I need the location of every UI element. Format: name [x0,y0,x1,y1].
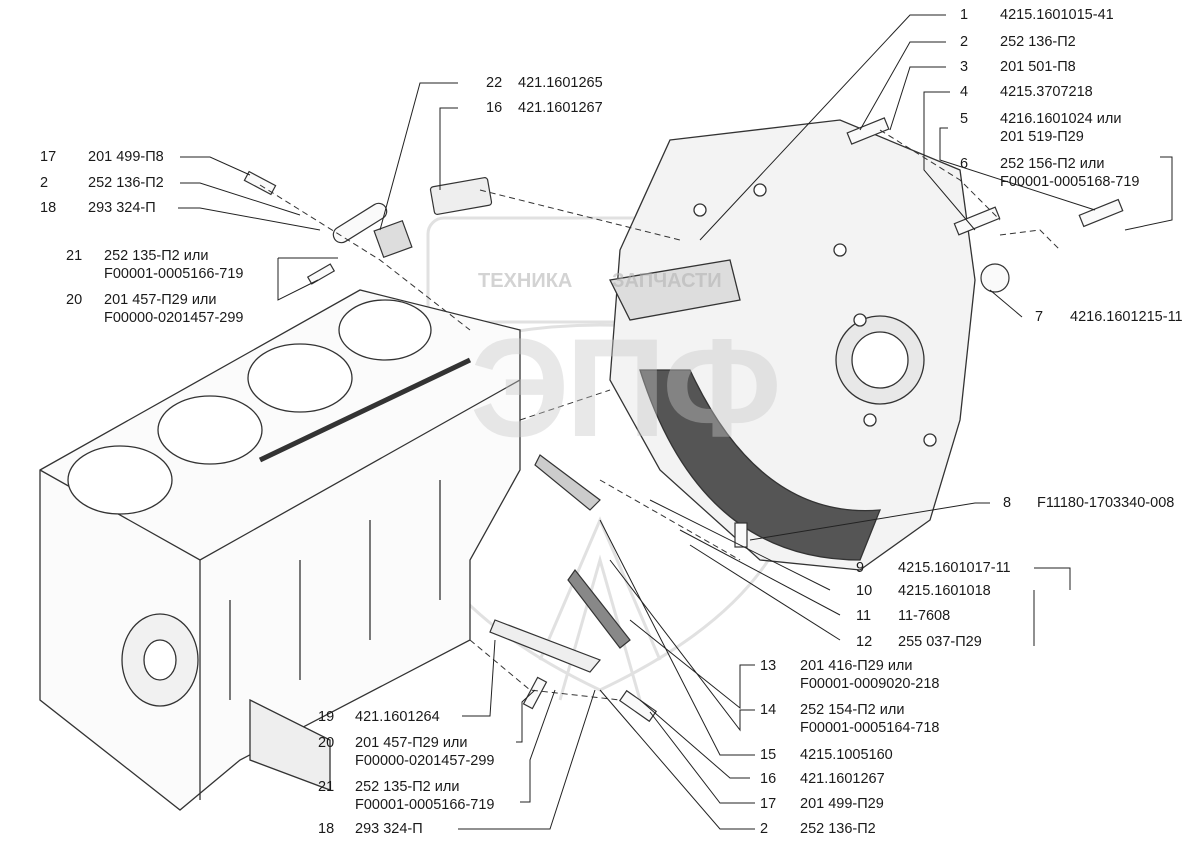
callout-number: 18 [40,200,57,216]
callout-number: 5 [960,111,969,127]
callout-number: 2 [960,34,969,50]
callout-part-number: 252 156-П2 или [1000,156,1105,172]
flywheel-housing [609,119,976,571]
callout-part-number: 421.1601267 [518,100,603,116]
watermark-text-right: ЗАПЧАСТИ [612,270,722,292]
callout-number: 16 [486,100,503,116]
callout-number: 7 [1035,309,1044,325]
callout-part-number-alt: F00001-0009020-218 [800,676,940,692]
callout-part-number-alt: F00001-0005168-719 [1000,174,1140,190]
assembly-lines [259,129,1061,701]
callout-part-number: 252 136-П2 [800,821,876,837]
callout-part-number: 252 154-П2 или [800,702,905,718]
callout-number: 6 [960,156,969,172]
callout-part-number: 4215.3707218 [1000,84,1093,100]
callout-part-number: 201 501-П8 [1000,59,1076,75]
callout-number: 14 [760,702,777,718]
callout-part-number: 4215.1601018 [898,583,991,599]
callout-part-number-alt: F00001-0005164-718 [800,720,940,736]
small-parts [243,117,1124,723]
callout-part-number: 201 457-П29 или [355,735,468,751]
callout-part-number: 201 457-П29 или [104,292,217,308]
callout-number: 15 [760,747,777,763]
callout-number: 12 [856,634,873,650]
callout-number: 22 [486,75,503,91]
callout-part-number: 4216.1601215-11 [1070,309,1183,325]
callout-part-number-alt: F00001-0005166-719 [104,266,244,282]
callout-part-number: 252 135-П2 или [104,248,209,264]
callout-part-number: 252 136-П2 [1000,34,1076,50]
callout-part-number-alt: 201 519-П29 [1000,129,1084,145]
callout-number: 3 [960,59,969,75]
callout-number: 13 [760,658,777,674]
callout-part-number: 252 135-П2 или [355,779,460,795]
callout-number: 21 [66,248,83,264]
callout-part-number: 11-7608 [898,608,951,624]
callout-part-number-alt: F00000-0201457-299 [355,753,495,769]
callout-part-number: 252 136-П2 [88,175,164,191]
callout-number: 1 [960,7,969,23]
callout-part-number: 201 499-П29 [800,796,884,812]
callout-part-number: 421.1601265 [518,75,603,91]
callout-part-number-alt: F00001-0005166-719 [355,797,495,813]
callout-number: 4 [960,84,969,100]
callout-part-number: 4215.1005160 [800,747,893,763]
callout-part-number: 293 324-П [88,200,156,216]
callout-part-number: 4215.1601017-11 [898,560,1011,576]
callout-part-number: 255 037-П29 [898,634,982,650]
callout-part-number: 421.1601267 [800,771,885,787]
callout-number: 19 [318,709,335,725]
callout-part-number: F11180-1703340-008 [1037,495,1175,511]
watermark-monogram: ЭПФ [470,309,782,466]
callout-number: 11 [856,608,872,624]
watermark-text-left: ТЕХНИКА [478,270,573,292]
callout-part-number: 421.1601264 [355,709,440,725]
callout-number: 20 [318,735,335,751]
callout-number: 17 [760,796,777,812]
engine-block [39,289,521,811]
callout-number: 8 [1003,495,1012,511]
callout-number: 2 [40,175,49,191]
callout-number: 2 [760,821,769,837]
callout-number: 17 [40,149,57,165]
callout-number: 20 [66,292,83,308]
callout-number: 9 [856,560,865,576]
callout-part-number: 4216.1601024 или [1000,111,1122,127]
callout-number: 16 [760,771,777,787]
callout-part-number-alt: F00000-0201457-299 [104,310,244,326]
callout-number: 21 [318,779,335,795]
callout-part-number: 4215.1601015-41 [1000,7,1114,23]
callout-part-number: 293 324-П [355,821,423,837]
leader-lines [178,14,1173,830]
callout-part-number: 201 499-П8 [88,149,164,165]
callout-number: 10 [856,583,873,599]
callout-number: 18 [318,821,335,837]
callout-part-number: 201 416-П29 или [800,658,913,674]
